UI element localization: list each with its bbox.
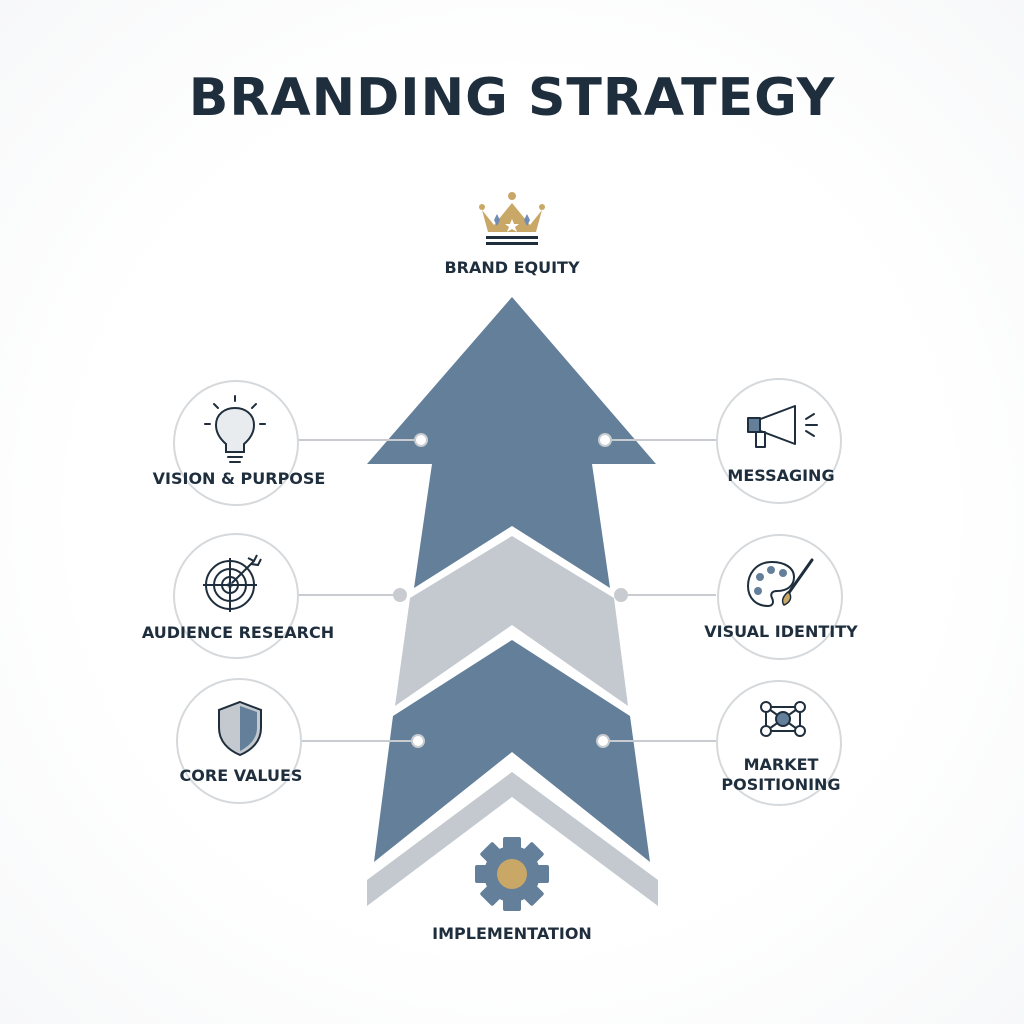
messaging-node: MESSAGING: [716, 378, 842, 504]
dot-audience: [393, 588, 407, 602]
vision-purpose-node: VISION & PURPOSE: [153, 380, 326, 506]
core-values-node: CORE VALUES: [176, 678, 303, 804]
vision-purpose-label: VISION & PURPOSE: [153, 469, 326, 488]
connectors: [298, 439, 716, 742]
dot-messaging: [598, 433, 612, 447]
market-positioning-node: MARKET POSITIONING: [716, 680, 842, 806]
target-arrow-icon: [203, 554, 262, 612]
market-positioning-label-line1: MARKET: [744, 755, 819, 774]
palette-icon: [746, 558, 814, 608]
diagram-title: BRANDING STRATEGY: [188, 68, 836, 128]
arrow-base-chevron: [367, 772, 658, 906]
dot-values: [411, 734, 425, 748]
megaphone-icon: [747, 405, 818, 448]
crown-icon: [479, 192, 545, 245]
arrow-segment-lower: [374, 640, 650, 862]
visual-identity-node: VISUAL IDENTITY: [704, 534, 858, 660]
market-positioning-label-line2: POSITIONING: [721, 775, 840, 794]
core-values-label: CORE VALUES: [180, 766, 303, 785]
brand-equity-label: BRAND EQUITY: [444, 258, 580, 277]
messaging-label: MESSAGING: [727, 466, 834, 485]
connector-dots: [393, 433, 628, 748]
shield-icon: [218, 700, 262, 757]
implementation-node: IMPLEMENTATION: [432, 837, 592, 943]
dot-vision: [414, 433, 428, 447]
arrow-segment-top: [367, 297, 656, 588]
audience-research-node: AUDIENCE RESEARCH: [142, 533, 334, 659]
lightbulb-icon: [204, 395, 266, 463]
network-icon: [760, 701, 806, 737]
dot-market: [596, 734, 610, 748]
gear-icon: [475, 837, 549, 911]
brand-equity-node: BRAND EQUITY: [444, 192, 580, 277]
audience-research-label: AUDIENCE RESEARCH: [142, 623, 334, 642]
arrow-segment-middle: [395, 536, 628, 706]
implementation-label: IMPLEMENTATION: [432, 924, 592, 943]
strategy-arrow: [367, 297, 658, 906]
dot-visual: [614, 588, 628, 602]
visual-identity-label: VISUAL IDENTITY: [704, 622, 858, 641]
